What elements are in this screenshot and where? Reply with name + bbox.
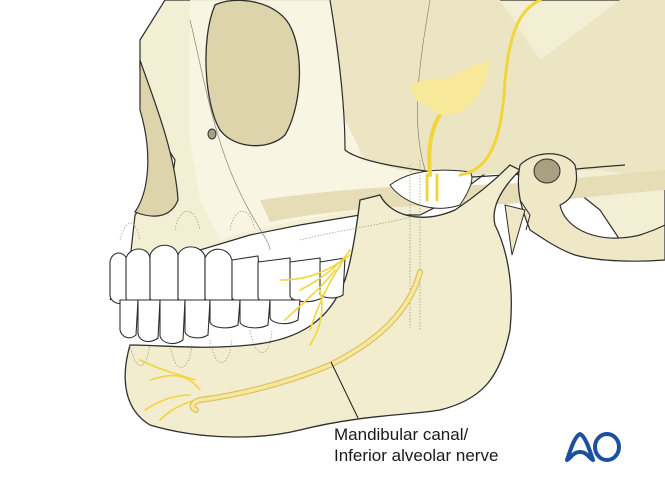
annotation-label: Mandibular canal/ Inferior alveolar nerv… [334, 424, 498, 466]
nerves [425, 0, 542, 202]
leader-line [330, 361, 359, 419]
mandible [124, 164, 522, 438]
infraorbital-foramen [207, 128, 217, 140]
annotation-line-1: Mandibular canal/ [334, 425, 469, 444]
annotation-line-2: Inferior alveolar nerve [334, 446, 499, 465]
inferior-alveolar-nerve [190, 270, 422, 412]
orbit [205, 0, 301, 147]
nasal-aperture [134, 59, 179, 217]
lower-teeth [119, 299, 301, 345]
external-acoustic-meatus [533, 158, 561, 184]
ao-logo [565, 432, 621, 462]
trigeminal-ganglion [410, 60, 490, 115]
